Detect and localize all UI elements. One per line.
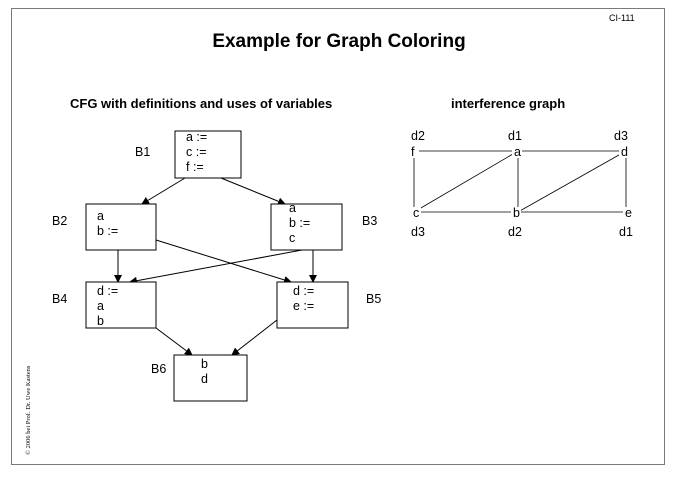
cfg-block-b3-line: b := [289, 216, 310, 230]
cfg-edge-b3-b4 [129, 249, 303, 285]
cfg-edge-b1-b2 [141, 177, 186, 205]
cfg-block-b4-line: b [97, 314, 104, 328]
cfg-block-b3-line: a [289, 201, 296, 215]
cfg-block-b6-line: b [201, 357, 208, 371]
cfg-block-b1-line: a := [186, 130, 207, 144]
cfg-block-label-b2: B2 [52, 214, 67, 228]
cfg-block-b5-line: e := [293, 299, 314, 313]
cfg-edge-b4-b6 [155, 327, 193, 356]
cfg-block-label-b1: B1 [135, 145, 150, 159]
cfg-block-label-b3: B3 [362, 214, 377, 228]
node-label-backdrop-c [411, 207, 421, 219]
interference-node-f: f [411, 145, 415, 159]
node-color-f: d2 [411, 129, 425, 143]
slide-frame [11, 8, 665, 465]
interference-node-d: d [621, 145, 628, 159]
cfg-edge-b1-b3 [220, 177, 286, 206]
cfg-edge-b5-b6 [231, 319, 278, 356]
cfg-block-b5 [276, 281, 349, 329]
node-color-c: d3 [411, 225, 425, 239]
slide-number: CI-111 [609, 13, 635, 23]
cfg-block-b4 [85, 281, 157, 329]
cfg-block-b1-line: c := [186, 145, 207, 159]
cfg-block-b4-line: a [97, 299, 104, 313]
interference-graph-heading: interference graph [451, 96, 566, 111]
node-label-backdrop-b [511, 207, 521, 219]
cfg-block-b6 [173, 354, 248, 402]
node-label-backdrop-a [512, 146, 522, 158]
cfg-block-b3 [270, 203, 343, 251]
interference-node-a: a [514, 145, 521, 159]
cfg-block-b6-line: d [201, 372, 208, 386]
cfg-block-label-b4: B4 [52, 292, 67, 306]
interference-edge-b-d [517, 150, 627, 213]
node-label-backdrop-e [623, 207, 633, 219]
node-label-backdrop-f [409, 146, 419, 158]
node-color-b: d2 [508, 225, 522, 239]
interference-node-e: e [625, 206, 632, 220]
cfg-block-label-b6: B6 [151, 362, 166, 376]
node-label-backdrop-d [619, 146, 629, 158]
cfg-block-b1-line: f := [186, 160, 204, 174]
node-color-e: d1 [619, 225, 633, 239]
cfg-block-b4-line: d := [97, 284, 118, 298]
interference-node-c: c [413, 206, 419, 220]
interference-edge-c-a [413, 150, 519, 213]
node-color-a: d1 [508, 129, 522, 143]
cfg-block-label-b5: B5 [366, 292, 381, 306]
cfg-block-b3-line: c [289, 231, 295, 245]
interference-node-b: b [513, 206, 520, 220]
cfg-heading: CFG with definitions and uses of variabl… [70, 96, 333, 111]
cfg-block-b2-line: b := [97, 224, 118, 238]
cfg-block-b5-line: d := [293, 284, 314, 298]
cfg-block-b1 [174, 130, 242, 179]
slide-title: Example for Graph Coloring [212, 31, 466, 52]
node-color-d: d3 [614, 129, 628, 143]
cfg-block-b2-line: a [97, 209, 104, 223]
cfg-edge-b2-b5 [155, 239, 292, 284]
cfg-block-b2 [85, 203, 157, 251]
